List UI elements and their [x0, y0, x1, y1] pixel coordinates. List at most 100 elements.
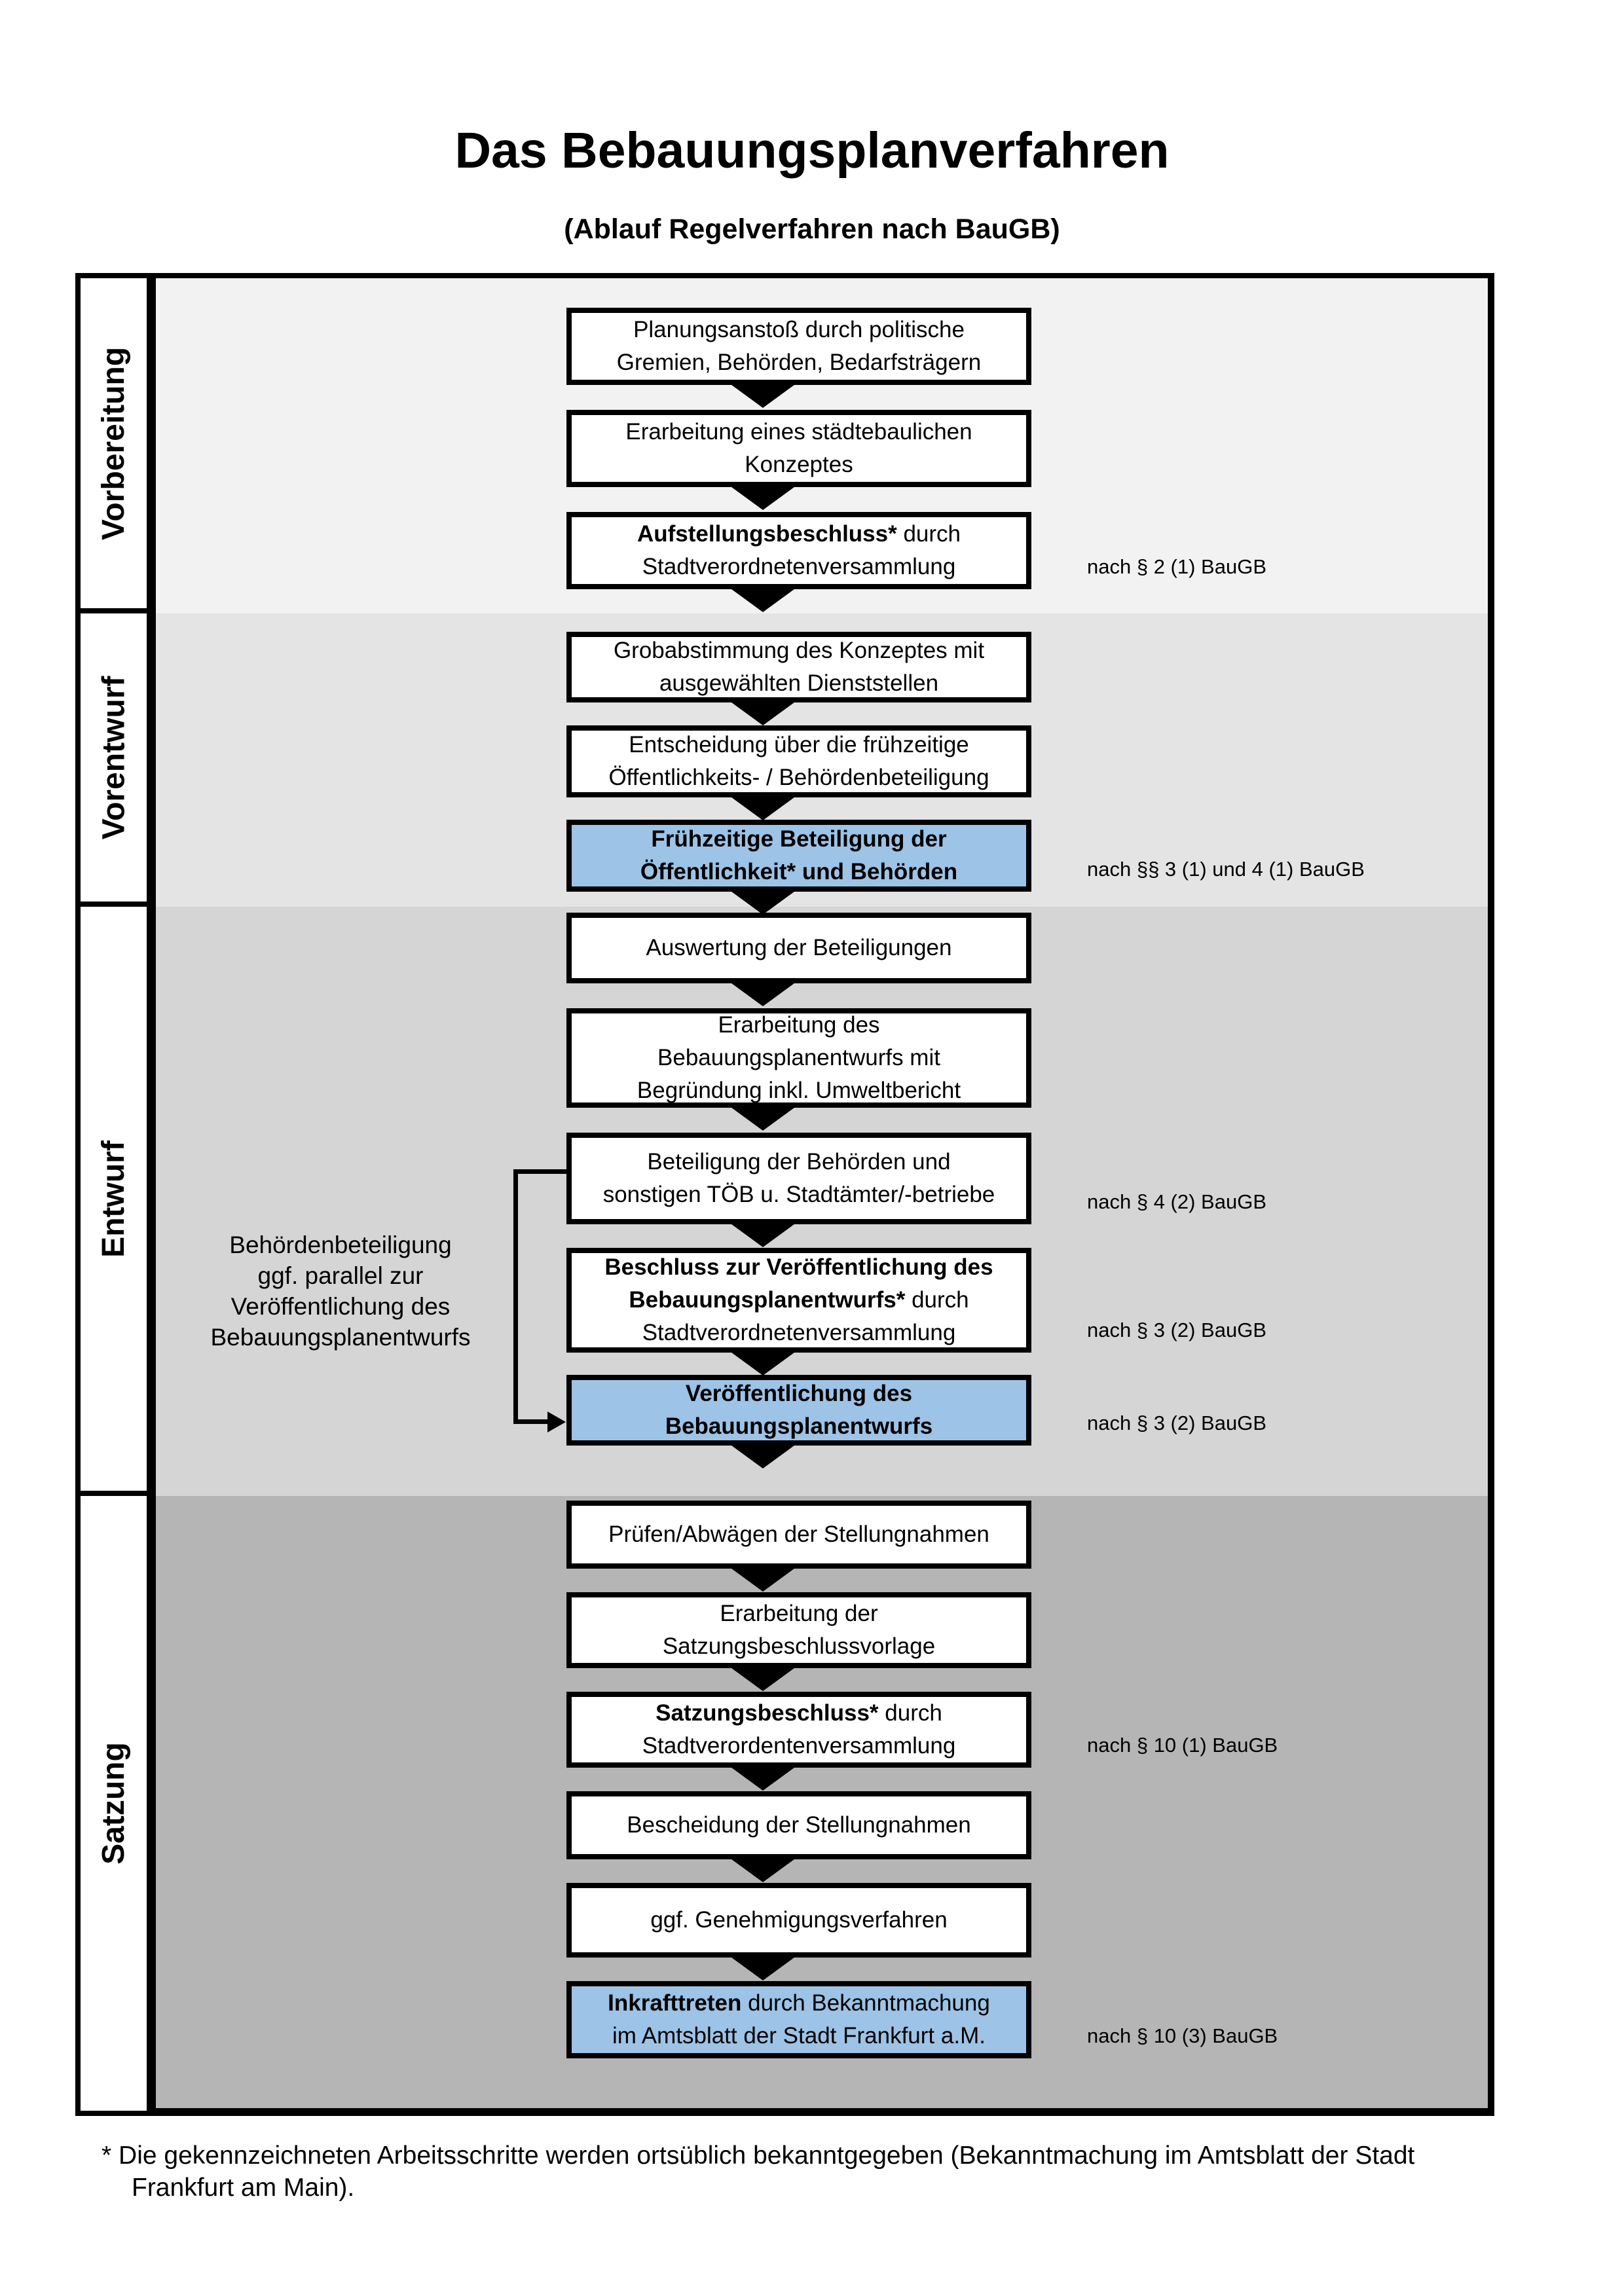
box-text-segment: Beteiligung der Behörden und: [647, 1149, 951, 1175]
box-text-segment: Erarbeitung der: [720, 1601, 878, 1626]
legal-reference: nach § 10 (3) BauGB: [1087, 2024, 1278, 2047]
box-text-segment: Bebauungsplanentwurfs*: [629, 1287, 906, 1313]
process-step-box: Bescheidung der Stellungnahmen: [566, 1791, 1031, 1859]
down-arrow-icon: [729, 1567, 797, 1592]
box-text-segment: durch: [878, 1700, 942, 1726]
box-text-segment: Frühzeitige Beteiligung der: [651, 826, 947, 852]
box-text-line: sonstigen TÖB u. Stadtämter/-betriebe: [603, 1178, 995, 1211]
band-label-vorbereitung: Vorbereitung: [75, 273, 152, 613]
box-text-line: ggf. Genehmigungsverfahren: [650, 1904, 947, 1937]
box-text-line: Auswertung der Beteiligungen: [646, 932, 952, 964]
box-text-line: Stadtverordentenversammlung: [642, 1730, 956, 1762]
band-label-entwurf: Entwurf: [75, 902, 152, 1496]
box-text-line: Bebauungsplanentwurfs: [665, 1410, 932, 1443]
box-text-segment: Prüfen/Abwägen der Stellungnahmen: [608, 1522, 989, 1547]
band-label-satzung: Satzung: [75, 1491, 152, 2116]
box-text-line: Erarbeitung des: [718, 1009, 879, 1042]
box-text-segment: Öffentlichkeits- / Behördenbeteiligung: [608, 765, 989, 790]
box-text-segment: Bebauungsplanentwurfs mit: [657, 1045, 940, 1070]
box-text-segment: Begründung inkl. Umweltbericht: [637, 1078, 961, 1103]
box-text-line: Satzungsbeschluss* durch: [655, 1697, 942, 1730]
box-text-segment: durch: [905, 1287, 969, 1313]
down-arrow-icon: [729, 795, 797, 820]
legal-reference: nach § 2 (1) BauGB: [1087, 555, 1266, 578]
side-annotation-line: Behördenbeteiligung: [229, 1231, 452, 1258]
box-text-segment: Konzeptes: [745, 452, 853, 477]
process-step-box: Auswertung der Beteiligungen: [566, 913, 1031, 983]
side-annotation-line: Bebauungsplanentwurfs: [210, 1324, 471, 1351]
band-label-vorentwurf: Vorentwurf: [75, 608, 152, 907]
box-text-line: Entscheidung über die frühzeitige: [629, 729, 969, 761]
down-arrow-icon: [729, 485, 797, 510]
down-arrow-icon: [729, 981, 797, 1006]
box-text-line: ausgewählten Dienststellen: [659, 667, 938, 700]
box-text-line: Grobabstimmung des Konzeptes mit: [614, 634, 984, 667]
down-arrow-icon: [729, 890, 797, 915]
band-label-text: Vorbereitung: [96, 346, 131, 540]
box-text-segment: Stadtverordnetenversammlung: [642, 554, 956, 579]
box-text-segment: Inkrafttreten: [608, 1990, 742, 2016]
process-step-box-highlighted: Inkrafttreten durch Bekanntmachung im Amt…: [566, 1981, 1031, 2058]
down-arrow-icon: [729, 1857, 797, 1882]
footnote-line2: Frankfurt am Main).: [132, 2174, 355, 2202]
box-text-segment: Auswertung der Beteiligungen: [646, 935, 952, 960]
parallel-connector-bottom-line: [513, 1419, 551, 1424]
box-text-line: Beschluss zur Veröffentlichung des: [604, 1251, 993, 1284]
box-text-line: Frühzeitige Beteiligung der: [651, 823, 946, 856]
box-text-segment: Erarbeitung des: [718, 1012, 880, 1038]
box-text-line: Bebauungsplanentwurfs* durch: [629, 1284, 969, 1317]
box-text-segment: Grobabstimmung des Konzeptes mit: [613, 638, 985, 663]
box-text-segment: durch Bekanntmachung: [741, 1990, 990, 2016]
box-text-segment: durch: [896, 521, 961, 547]
band-label-text: Entwurf: [96, 1140, 132, 1258]
box-text-segment: Aufstellungsbeschluss*: [637, 521, 897, 547]
side-annotation-line: Veröffentlichung des: [231, 1293, 451, 1320]
parallel-connector-top-line: [513, 1169, 566, 1174]
process-step-box: Grobabstimmung des Konzeptes mit ausgewäh…: [566, 632, 1031, 702]
box-text-line: Veröffentlichung des: [686, 1377, 912, 1410]
box-text-line: Bebauungsplanentwurfs mit: [657, 1042, 940, 1074]
box-text-segment: Veröffentlichung des: [685, 1381, 913, 1406]
box-text-line: Beteiligung der Behörden und: [647, 1146, 950, 1178]
box-text-line: Gremien, Behörden, Bedarfsträgern: [617, 346, 981, 379]
down-arrow-icon: [729, 1956, 797, 1980]
box-text-line: Erarbeitung der: [720, 1597, 877, 1630]
box-text-line: Öffentlichkeits- / Behördenbeteiligung: [608, 761, 989, 794]
down-arrow-icon: [729, 701, 797, 725]
down-arrow-icon: [729, 383, 797, 408]
legal-reference: nach §§ 3 (1) und 4 (1) BauGB: [1087, 858, 1365, 881]
box-text-line: Bescheidung der Stellungnahmen: [627, 1809, 970, 1842]
legal-reference: nach § 3 (2) BauGB: [1087, 1319, 1266, 1341]
box-text-line: Satzungsbeschlussvorlage: [663, 1630, 935, 1663]
down-arrow-icon: [729, 587, 797, 612]
box-text-segment: Erarbeitung eines städtebaulichen: [625, 419, 972, 445]
page-subtitle: (Ablauf Regelverfahren nach BauGB): [564, 213, 1060, 245]
box-text-line: Inkrafttreten durch Bekanntmachung: [608, 1987, 990, 2020]
footnote-marker: *: [101, 2141, 112, 2170]
box-text-segment: ggf. Genehmigungsverfahren: [650, 1907, 948, 1933]
box-text-segment: ausgewählten Dienststellen: [659, 670, 939, 696]
down-arrow-icon: [729, 1666, 797, 1691]
box-text-segment: Stadtverordnetenversammlung: [642, 1320, 956, 1345]
box-text-segment: Öffentlichkeit* und Behörden: [640, 859, 958, 884]
box-text-segment: Bescheidung der Stellungnahmen: [627, 1812, 971, 1838]
band-label-text: Satzung: [96, 1742, 131, 1865]
box-text-line: Begründung inkl. Umweltbericht: [637, 1074, 961, 1107]
box-text-line: Erarbeitung eines städtebaulichen: [625, 416, 972, 448]
legal-reference: nach § 3 (2) BauGB: [1087, 1412, 1266, 1434]
box-text-line: Stadtverordnetenversammlung: [642, 551, 956, 583]
box-text-line: Planungsanstoß durch politische: [633, 314, 965, 346]
down-arrow-icon: [729, 1444, 797, 1468]
right-arrow-icon: [547, 1412, 566, 1432]
box-text-segment: im Amtsblatt der Stadt Frankfurt a.M.: [612, 2023, 986, 2049]
